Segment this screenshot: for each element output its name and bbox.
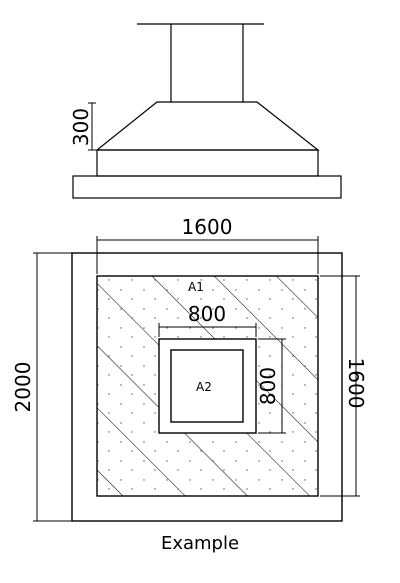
outer-width-dimension [96, 236, 319, 274]
outer-footing-outline [71, 252, 343, 522]
elevation-view [72, 23, 342, 199]
column-width-label: 800 [188, 302, 226, 326]
column-height-dimension [258, 338, 286, 434]
base-slab [72, 175, 342, 199]
pedestal-height-label: 300 [69, 108, 93, 146]
column-height-label: 800 [256, 367, 280, 405]
area-label-a2: A2 [196, 380, 212, 394]
drawing-caption: Example [160, 533, 240, 554]
pedestal-height-dimension: 300 [69, 102, 96, 151]
outer-height-label: 2000 [11, 362, 35, 413]
plan-view: A1 A2 [71, 252, 343, 522]
column-area-a2 [170, 349, 244, 423]
footing-height-dimension [320, 275, 360, 497]
outer-width-label: 1600 [182, 215, 233, 239]
column-width-dimension [158, 323, 257, 337]
pedestal-band [96, 149, 319, 177]
area-label-a1: A1 [188, 280, 204, 294]
outer-height-dimension [33, 252, 72, 522]
pedestal-trapezoid [95, 101, 320, 151]
footing-height-label: 1600 [344, 358, 368, 409]
